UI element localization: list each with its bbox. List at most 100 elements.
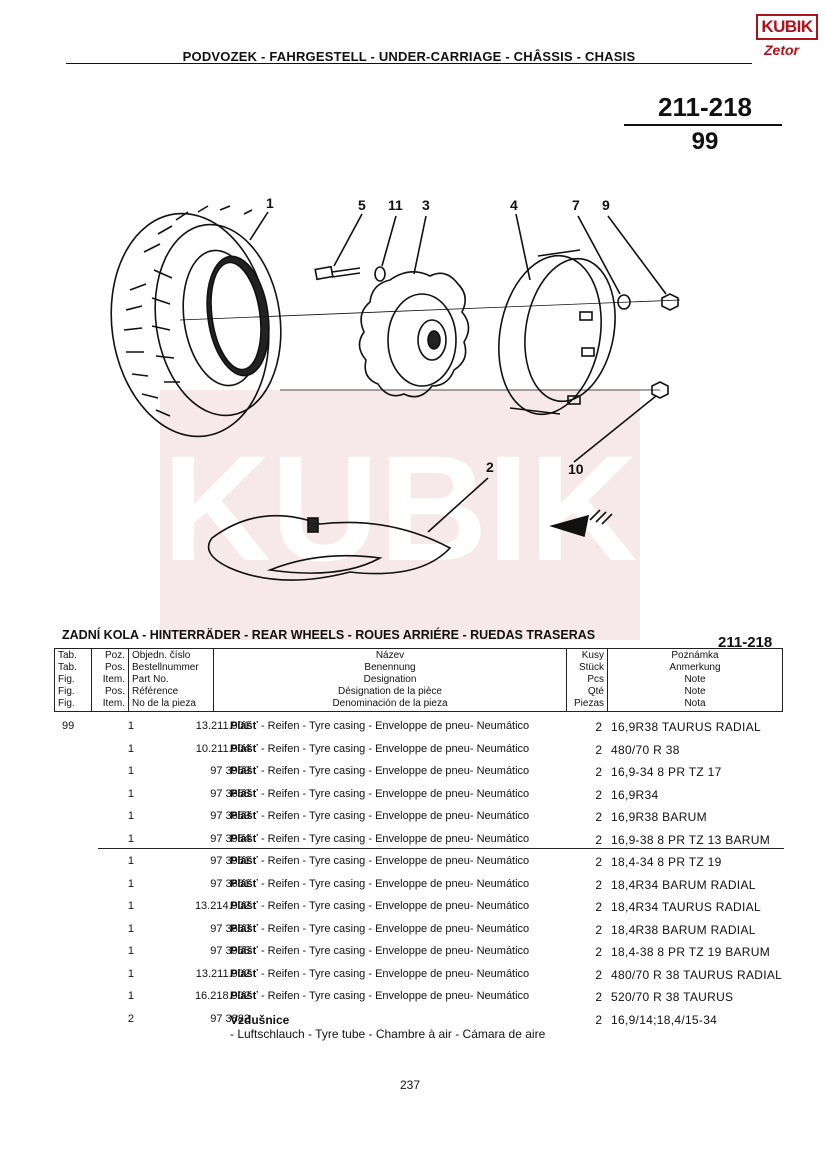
header-note: Poznámka Anmerkung Note Note Nota [607,648,783,712]
row-designation-rest: - Reifen - Tyre casing - Enveloppe de pn… [257,945,530,957]
row-qty: 2 [595,787,602,802]
kubik-watermark: KUBIK [160,390,640,640]
row-part-no: 97 3954 [210,832,250,845]
callout-1: 1 [266,195,274,211]
table-row: 1 97 3954 2 16,9-38 8 PR TZ 13 BARUM Plášť -… [54,830,794,853]
row-note: 18,4R38 BARUM RADIAL [611,922,756,937]
page-code-divider [624,124,782,126]
row-part-no: 97 3961 [210,855,250,867]
row-designation: Vzdušnice - Luftschlauch - Tyre tube - C… [230,1013,550,1041]
row-pos: 1 [127,945,134,957]
row-designation-rest: - Reifen - Tyre casing - Enveloppe de pn… [257,787,530,800]
table-row: 1 13.211.902 2 480/70 R 38 TAURUS RADIAL Plá… [54,965,794,988]
washer-drawing [374,266,386,282]
svg-text:KUBIK: KUBIK [163,424,638,592]
header-pos: Poz. Pos. Item. Pos. Item. [91,648,129,712]
logo-brand: KUBIK [756,14,818,40]
callout-2: 2 [486,459,494,475]
row-designation-rest: - Reifen - Tyre casing - Enveloppe de pn… [257,765,530,777]
tyre-drawing [110,205,282,438]
row-pos: 1 [127,832,134,845]
wheel-exploded-diagram: 1 5 11 3 4 7 9 2 10 [110,195,680,581]
row-note: 18,4-34 8 PR TZ 19 [611,855,722,869]
row-note: 18,4R34 BARUM RADIAL [611,877,756,892]
row-designation: Plášť - Reifen - Tyre casing - Enveloppe… [230,833,529,845]
row-designation: Plášť - Reifen - Tyre casing - Enveloppe… [230,743,529,755]
table-row: 1 97 3658 2 16,9R34 Plášť - Reifen - Tyre ca… [54,785,794,808]
row-designation: Plášť - Reifen - Tyre casing - Enveloppe… [230,788,529,800]
row-designation-rest: - Reifen - Tyre casing - Enveloppe de pn… [257,855,530,867]
row-part-no: 97 3959 [210,765,250,777]
row-note: 16,9R34 [611,787,659,802]
callout-11: 11 [388,197,403,213]
header-tab: Tab. Tab. Fig. Fig. Fig. [54,648,92,712]
row-pos: 1 [127,765,134,777]
row-designation-rest: - Reifen - Tyre casing - Enveloppe de pn… [257,900,530,912]
row-part-no: 13.211.902 [195,967,250,980]
section-code: 211-218 [718,634,773,651]
row-note: 16,9-34 8 PR TZ 17 [611,765,722,779]
bolt-drawing [314,265,361,281]
section-title: ZADNÍ KOLA - HINTERRÄDER - REAR WHEELS -… [62,628,596,642]
row-designation-rest: - Reifen - Tyre casing - Enveloppe de pn… [257,967,530,980]
parts-table-header: Tab. Tab. Fig. Fig. Fig. Poz. Pos. Item.… [54,648,783,712]
row-part-no: 16.218.902 [194,990,250,1002]
row-pos: 1 [127,742,134,755]
row-designation-bold: Plášť [230,900,258,912]
row-designation-rest: - Reifen - Tyre casing - Enveloppe de pn… [257,877,530,890]
nut-9-drawing [661,293,679,311]
row-designation: Plášť - Reifen - Tyre casing - Enveloppe… [230,810,529,822]
nut-10-drawing [651,381,669,399]
row-pos: 1 [127,990,134,1002]
row-pos: 1 [127,967,134,980]
row-note: 16,9R38 BARUM [611,810,707,824]
row-qty: 2 [595,1012,602,1027]
row-designation: Plášť - Reifen - Tyre casing - Enveloppe… [230,900,529,912]
row-designation-rest: - Reifen - Tyre casing - Enveloppe de pn… [257,810,530,822]
row-designation: Plášť - Reifen - Tyre casing - Enveloppe… [230,720,529,732]
kubik-logo: KUBIK Zetor [756,14,818,66]
row-qty: 2 [595,855,602,869]
row-note: 480/70 R 38 TAURUS RADIAL [611,967,783,982]
row-designation-bold: Plášť [230,832,258,845]
row-pos: 1 [127,720,134,732]
wheel-disc-drawing [358,271,470,398]
row-designation-bold: Plášť [230,765,258,777]
table-row: 1 97 3959 2 16,9-34 8 PR TZ 17 Plášť - Reife… [54,762,794,785]
row-designation-rest: - Reifen - Tyre casing - Enveloppe de pn… [257,832,530,845]
row-designation-bold: Plášť [230,855,258,867]
row-pos: 2 [127,1012,134,1025]
row-designation: Plášť - Reifen - Tyre casing - Enveloppe… [230,855,529,867]
row-note: 18,4R34 TAURUS RADIAL [611,900,761,914]
row-note: 16,9-38 8 PR TZ 13 BARUM [611,832,771,847]
row-designation-rest: - Reifen - Tyre casing - Enveloppe de pn… [257,742,530,755]
row-designation-bold: Vzdušnice [230,1012,290,1027]
row-pos: 1 [127,922,134,935]
row-designation-bold: Plášť [230,810,258,822]
page-code-main: 211-218 [658,92,752,122]
header-qty: Kusy Stück Pcs Qté Piezas [566,648,608,712]
row-designation-rest: - Luftschlauch - Tyre tube - Chambre à a… [230,1026,546,1041]
table-divider [98,848,784,849]
table-row: 1 97 3961 2 18,4-34 8 PR TZ 19 Plášť - Reife… [54,852,794,875]
row-designation-bold: Plášť [230,990,258,1002]
row-designation-bold: Plášť [230,945,258,957]
row-pos: 1 [127,855,134,867]
row-qty: 2 [595,765,602,779]
row-designation-rest: - Reifen - Tyre casing - Enveloppe de pn… [257,720,530,732]
row-pos: 1 [127,787,134,800]
row-part-no: 97 3658 [210,787,250,800]
row-designation-rest: - Reifen - Tyre casing - Enveloppe de pn… [257,922,530,935]
row-qty: 2 [595,720,602,734]
row-qty: 2 [595,832,602,847]
row-part-no: 97 3661 [210,877,250,890]
row-designation-bold: Plášť [230,742,258,755]
row-designation-bold: Plášť [230,967,258,980]
row-qty: 2 [595,967,602,982]
